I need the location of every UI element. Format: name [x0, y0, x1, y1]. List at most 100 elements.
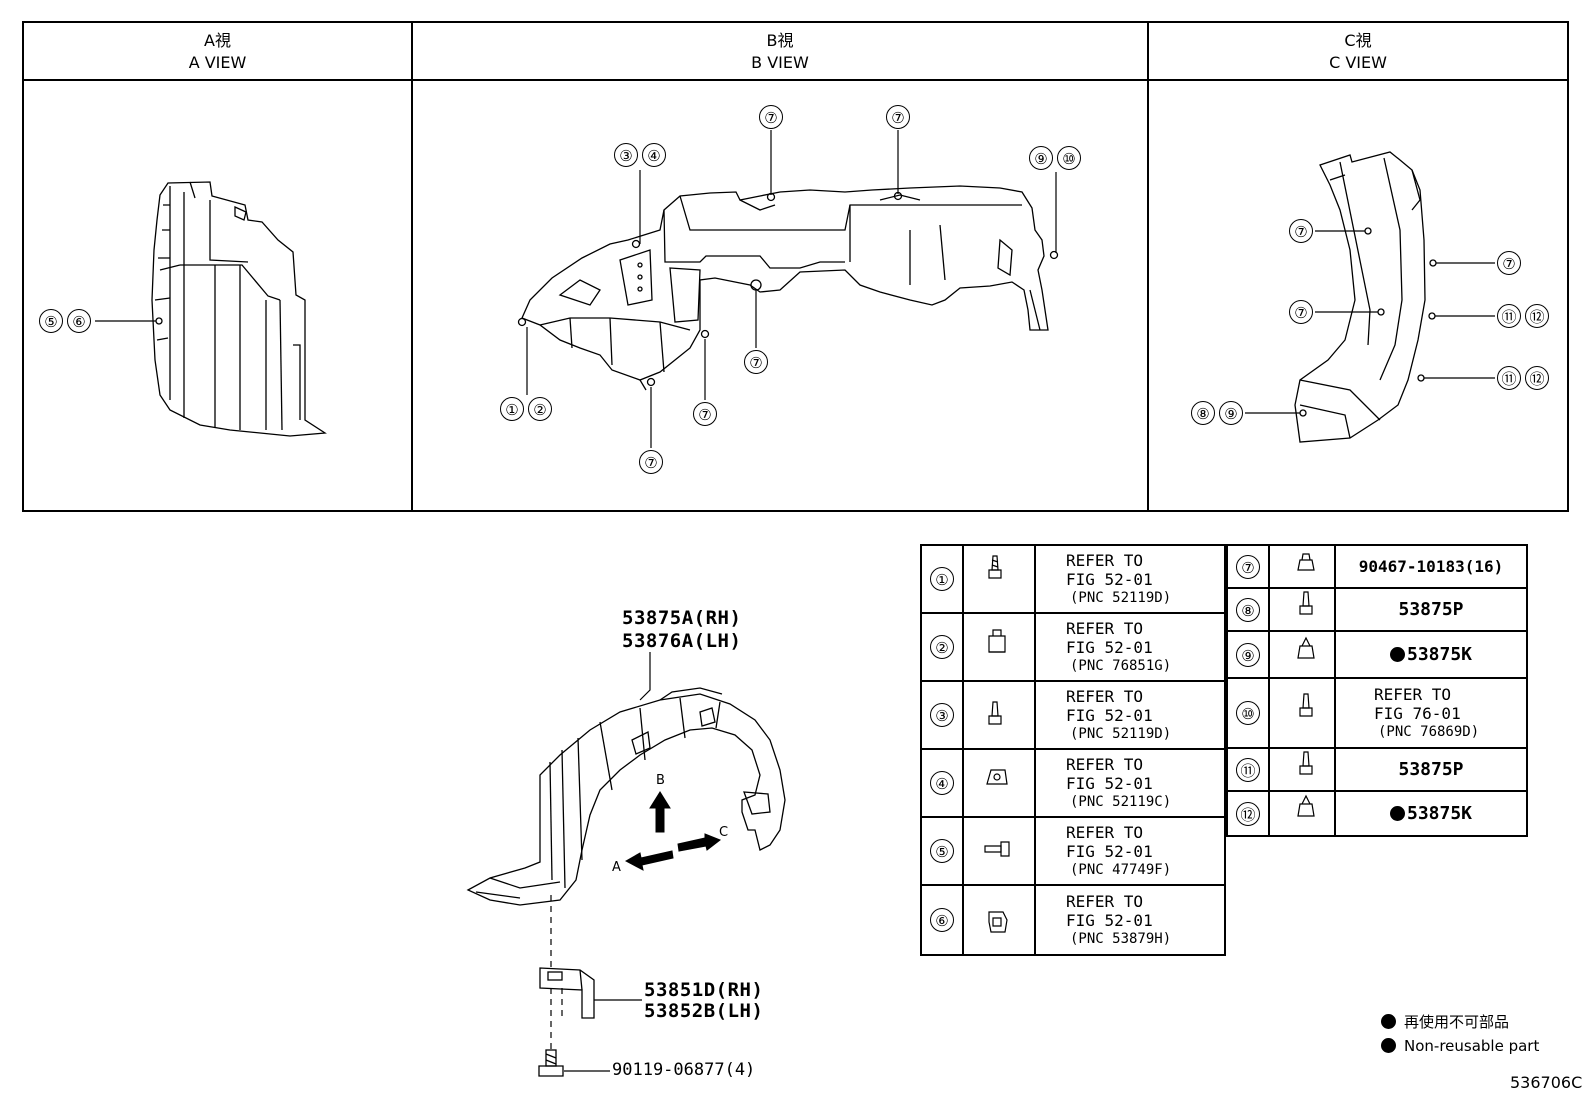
part-number-bracket-rh: 53851D(RH): [644, 979, 764, 1001]
callout-b-4: ④: [642, 143, 666, 167]
part-number: 53875P: [1334, 587, 1528, 632]
part-callout: ①: [920, 544, 964, 614]
bolt-icon: [962, 816, 1036, 886]
callout-c-7a: ⑦: [1289, 219, 1313, 243]
callout-b-7e: ⑦: [639, 450, 663, 474]
part-callout: ⑤: [920, 816, 964, 886]
clip-icon: [962, 612, 1036, 682]
parts-row-right: ⑫ 53875K: [1226, 790, 1528, 837]
b-view-liner-drawing: [517, 185, 1059, 391]
legend-jp: 再使用不可部品: [1381, 1010, 1539, 1034]
a-view-header: A視 A VIEW: [23, 30, 412, 74]
callout-a-6: ⑥: [67, 309, 91, 333]
retainer-icon: [962, 884, 1036, 956]
grommet-icon: [1268, 790, 1336, 837]
parts-row-right: ⑨ 53875K: [1226, 630, 1528, 679]
nonreusable-dot-icon: [1381, 1014, 1396, 1029]
callout-c-8: ⑧: [1191, 401, 1215, 425]
callout-b-7d: ⑦: [693, 402, 717, 426]
callout-b-7b: ⑦: [886, 105, 910, 129]
screw-icon: [1268, 587, 1336, 632]
grommet-icon: [1268, 630, 1336, 679]
c-view-liner-drawing: [1294, 151, 1437, 443]
part-number-bracket-lh: 53852B(LH): [644, 1000, 764, 1022]
nut-icon: [962, 748, 1036, 818]
callout-b-9: ⑨: [1029, 146, 1053, 170]
part-callout: ⑧: [1226, 587, 1270, 632]
part-number-liner-lh: 53876A(LH): [622, 630, 742, 652]
part-number-bolt: 90119-06877(4): [612, 1060, 756, 1080]
b-view-title-jp: B視: [766, 31, 794, 50]
callout-c-11a: ⑪: [1497, 304, 1521, 328]
part-callout: ⑪: [1226, 747, 1270, 792]
part-number: 53875K: [1334, 790, 1528, 837]
arrow-label-c: C: [719, 825, 729, 840]
callout-b-7c: ⑦: [744, 350, 768, 374]
callout-a-5: ⑤: [39, 309, 63, 333]
a-view-title-jp: A視: [204, 31, 231, 50]
callout-c-7c: ⑦: [1289, 300, 1313, 324]
view-arrows: [624, 791, 722, 871]
main-liner-drawing: [466, 687, 786, 906]
c-view-title-en: C VIEW: [1329, 53, 1387, 72]
part-number: 53875K: [1334, 630, 1528, 679]
nonreusable-dot-icon: [1389, 647, 1405, 662]
arrow-label-a: A: [612, 860, 621, 875]
callout-b-1: ①: [500, 397, 524, 421]
b-view-header: B視 B VIEW: [412, 30, 1148, 74]
part-callout: ⑨: [1226, 630, 1270, 679]
callout-b-10: ⑩: [1057, 146, 1081, 170]
arrow-label-b: B: [656, 773, 665, 788]
illustration-code: 536706C: [1510, 1073, 1583, 1092]
part-callout: ③: [920, 680, 964, 750]
part-callout: ④: [920, 748, 964, 818]
callout-b-7a: ⑦: [759, 105, 783, 129]
callout-c-11b: ⑪: [1497, 366, 1521, 390]
bolt-drawing: [538, 1049, 564, 1077]
bracket-drawing: [539, 967, 595, 1019]
part-number: 53875P: [1334, 747, 1528, 792]
parts-row-right: ⑪ 53875P: [1226, 747, 1528, 792]
push-clip-icon: [1268, 544, 1336, 589]
a-view-title-en: A VIEW: [188, 53, 247, 72]
callout-c-12a: ⑫: [1525, 304, 1549, 328]
screw-icon: [962, 680, 1036, 750]
c-view-title-jp: C視: [1344, 31, 1372, 50]
callout-b-3: ③: [614, 143, 638, 167]
part-callout: ⑥: [920, 884, 964, 956]
part-callout: ⑫: [1226, 790, 1270, 837]
c-view-header: C視 C VIEW: [1148, 30, 1568, 74]
nonreusable-dot-icon: [1389, 806, 1405, 821]
callout-c-7b: ⑦: [1497, 251, 1521, 275]
screw-icon: [1268, 677, 1336, 749]
nonreusable-dot-icon: [1381, 1038, 1396, 1053]
callout-c-9: ⑨: [1219, 401, 1243, 425]
parts-row-right: ⑧ 53875P: [1226, 587, 1528, 632]
screw-icon: [1268, 747, 1336, 792]
a-view-liner-drawing: [151, 181, 327, 437]
legend: 再使用不可部品 Non-reusable part: [1381, 1010, 1539, 1058]
screw-icon: [962, 544, 1036, 614]
legend-en: Non-reusable part: [1381, 1034, 1539, 1058]
part-callout: ②: [920, 612, 964, 682]
part-number: 90467-10183(16): [1334, 544, 1528, 589]
b-view-title-en: B VIEW: [751, 53, 809, 72]
callout-b-2: ②: [528, 397, 552, 421]
